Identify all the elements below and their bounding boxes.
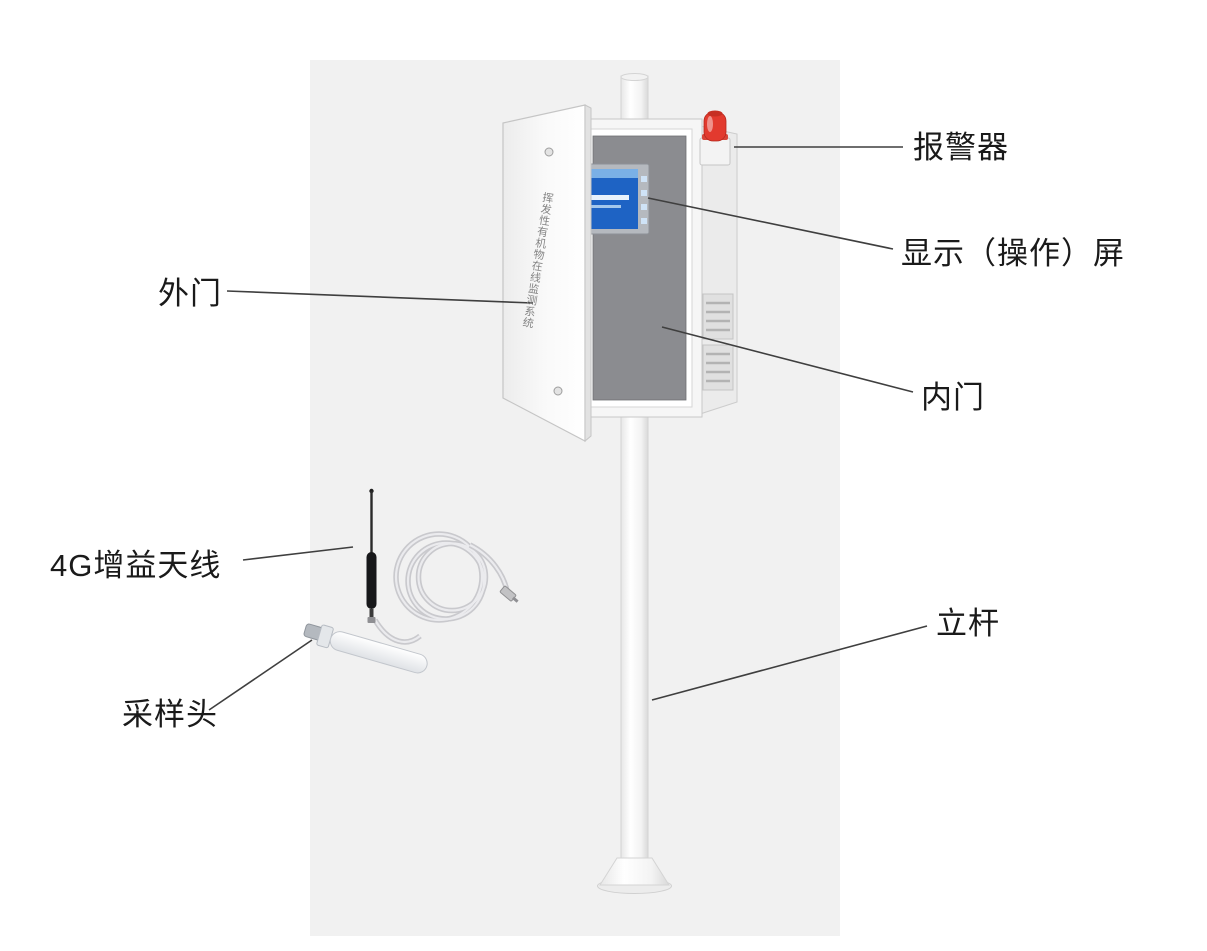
sampling-head — [303, 623, 428, 674]
leader-sampling-head — [208, 639, 313, 711]
antenna-cable-coil — [393, 531, 489, 623]
door-screw-top — [544, 147, 554, 157]
side-vents — [702, 293, 734, 391]
label-alarm: 报警器 — [913, 130, 1009, 165]
label-outer-door: 外门 — [158, 276, 222, 311]
leader-outer-door — [226, 290, 534, 304]
pole-base-cone — [599, 857, 670, 886]
label-sampling-head: 采样头 — [122, 697, 218, 732]
display-screen — [582, 163, 650, 235]
leader-inner-door — [661, 326, 914, 393]
leader-display — [647, 197, 894, 250]
outer-door — [502, 104, 592, 443]
leader-antenna — [242, 546, 354, 561]
door-screw-bottom — [553, 386, 563, 396]
alarm-beacon — [699, 110, 731, 166]
pole-top-cap — [620, 73, 649, 81]
label-pole: 立杆 — [936, 606, 1000, 641]
sampling-head-body — [329, 631, 428, 674]
cabinet — [576, 110, 738, 418]
leader-lines — [208, 146, 928, 711]
cable-connector — [499, 585, 519, 603]
leader-pole — [651, 625, 928, 701]
label-inner-door: 内门 — [921, 380, 985, 415]
label-antenna-4g: 4G增益天线 — [50, 548, 222, 583]
label-display-screen: 显示（操作）屏 — [901, 236, 1125, 271]
alarm-base — [699, 137, 731, 166]
outer-door-face — [502, 104, 586, 442]
outer-door-edge — [584, 104, 592, 443]
antenna-4g — [366, 488, 519, 645]
alarm-top-cap — [707, 110, 723, 117]
antenna-rod — [366, 488, 377, 623]
alarm-highlight — [707, 116, 713, 132]
